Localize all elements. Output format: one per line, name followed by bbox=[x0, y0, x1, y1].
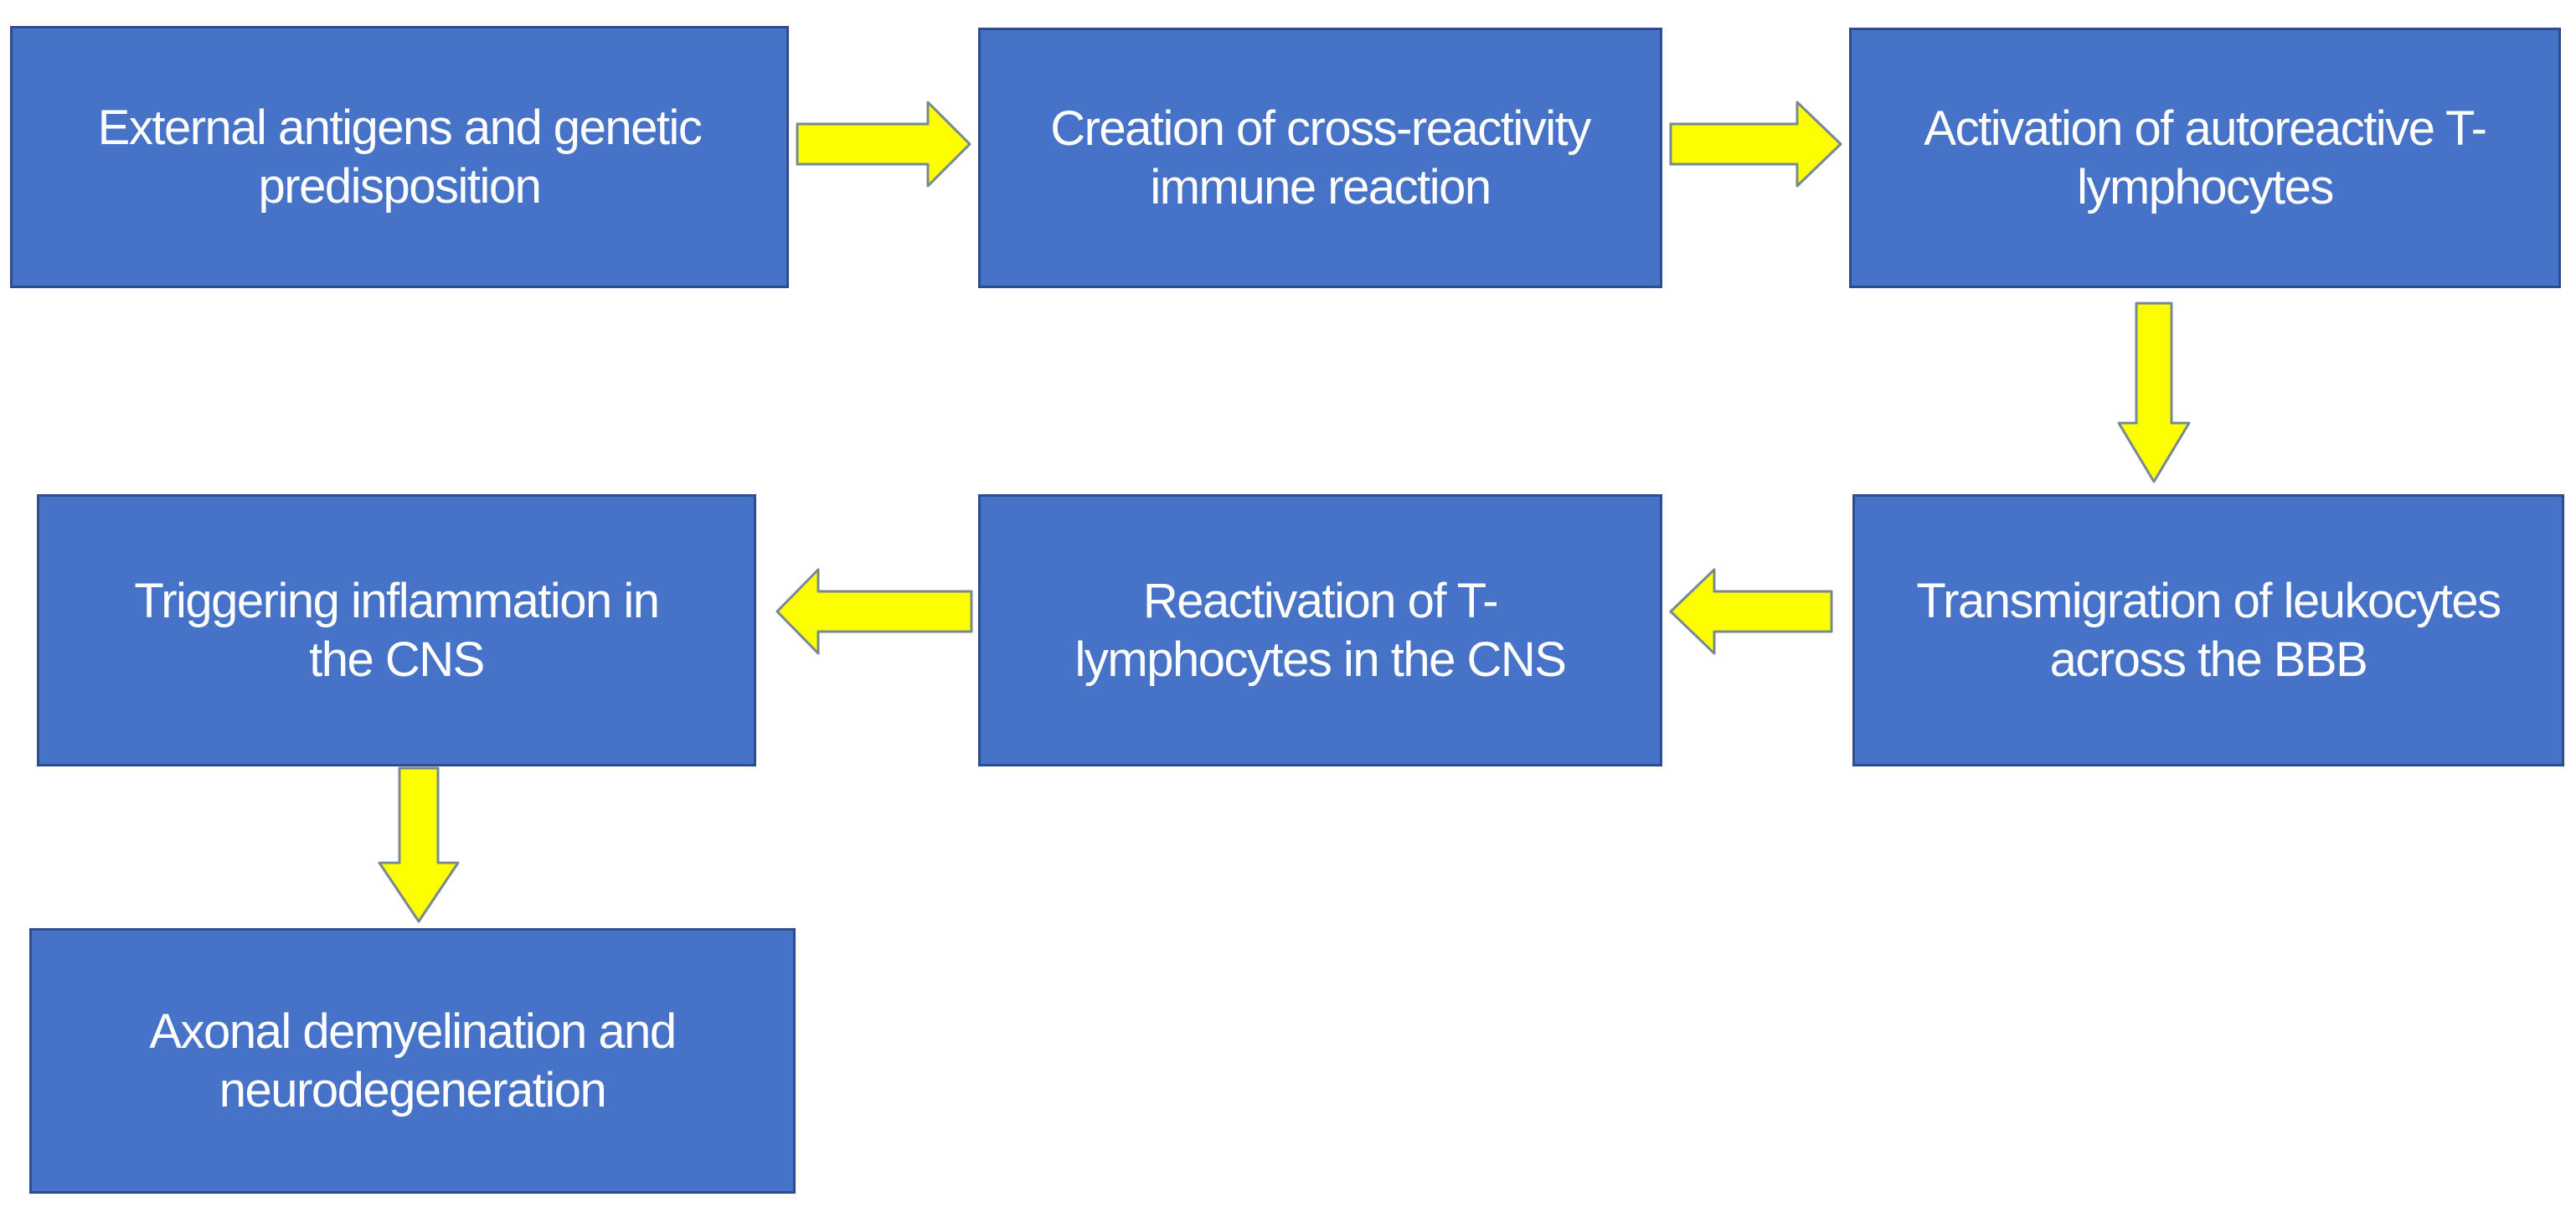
node-transmigration-leukocytes: Transmigration of leukocytes across the … bbox=[1852, 494, 2564, 766]
arrow-right-2-icon bbox=[1669, 101, 1842, 188]
node-axonal-demyelination: Axonal demyelination and neurodegenerati… bbox=[29, 928, 796, 1194]
arrow-left-1-icon bbox=[1669, 568, 1833, 655]
arrow-down-2-icon bbox=[378, 766, 460, 923]
node-transmigration-leukocytes-label: Transmigration of leukocytes across the … bbox=[1916, 573, 2501, 687]
node-activation-t-lymphocytes-label: Activation of autoreactive T- lymphocyte… bbox=[1924, 101, 2487, 214]
node-external-antigens-label: External antigens and genetic predisposi… bbox=[97, 100, 703, 214]
arrow-down-1-icon bbox=[2117, 302, 2191, 483]
node-reactivation-t-lymphocytes-label: Reactivation of T- lymphocytes in the CN… bbox=[1074, 573, 1567, 687]
node-triggering-inflammation: Triggering inflammation in the CNS bbox=[37, 494, 756, 766]
node-axonal-demyelination-label: Axonal demyelination and neurodegenerati… bbox=[149, 1004, 677, 1117]
node-triggering-inflammation-label: Triggering inflammation in the CNS bbox=[134, 573, 660, 687]
node-activation-t-lymphocytes: Activation of autoreactive T- lymphocyte… bbox=[1849, 28, 2561, 288]
node-cross-reactivity-label: Creation of cross-reactivity immune reac… bbox=[1050, 101, 1591, 214]
node-external-antigens: External antigens and genetic predisposi… bbox=[10, 26, 789, 288]
arrow-left-2-icon bbox=[775, 568, 973, 655]
arrow-right-1-icon bbox=[796, 101, 971, 188]
node-reactivation-t-lymphocytes: Reactivation of T- lymphocytes in the CN… bbox=[978, 494, 1662, 766]
node-cross-reactivity: Creation of cross-reactivity immune reac… bbox=[978, 28, 1662, 288]
